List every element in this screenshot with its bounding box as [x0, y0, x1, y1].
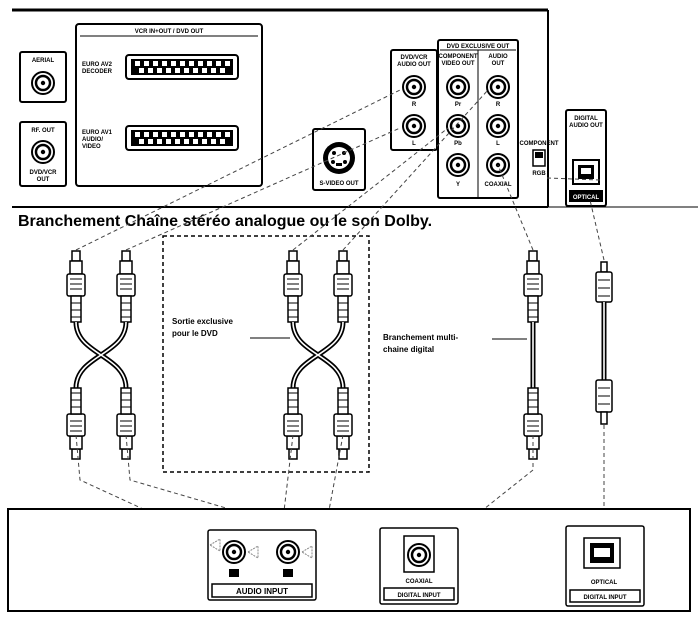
dvd-exclusive-label: DVD EXCLUSIVE OUT: [447, 44, 510, 50]
digital-input-coaxial-label: DIGITAL INPUT: [397, 593, 440, 599]
audio-input: AUDIO INPUT: [207, 529, 317, 601]
rf-out-label: RF. OUT: [31, 128, 55, 134]
jack-r2-label: R: [496, 102, 501, 108]
audio-input-label: AUDIO INPUT: [236, 587, 288, 596]
jack-y-label: Y: [456, 182, 460, 188]
exclusive-label-1: Sortie exclusive: [172, 317, 233, 326]
receiver-panel: AUDIO INPUT COAXIAL DIGITAL INPUT OPTICA…: [7, 508, 691, 612]
digital-audio-out-label-2: AUDIO OUT: [569, 123, 603, 129]
audio-out-label-1: AUDIO: [488, 54, 508, 60]
svideo-label: S-VIDEO OUT: [319, 181, 358, 187]
digital-audio-out: DIGITAL AUDIO OUT OPTICAL: [565, 109, 607, 207]
euro-av1-label-2: AUDIO/: [82, 137, 103, 143]
component-switch-label: COMPONENT: [520, 141, 559, 147]
component-rgb-switch: COMPONENT RGB: [520, 141, 559, 177]
digital-audio-out-label-1: DIGITAL: [574, 116, 598, 122]
optical-out-label: OPTICAL: [573, 195, 600, 201]
scart-av2: [125, 54, 239, 80]
coaxial-digital-input: COAXIAL DIGITAL INPUT: [379, 527, 459, 605]
euro-av1-label-1: EURO AV1: [82, 130, 113, 136]
dvd-exclusive-out: DVD EXCLUSIVE OUT COMPONENT VIDEO OUT AU…: [437, 39, 519, 199]
dvd-vcr-out-label-2: OUT: [37, 177, 50, 183]
dvdvcr-audio-label-1: DVD/VCR: [400, 55, 428, 61]
euro-av2-label-2: DECODER: [82, 69, 113, 75]
diagram-heading: Branchement Chaîne stéréo analogue ou le…: [18, 213, 432, 230]
exclusive-label-2: pour le DVD: [172, 329, 218, 338]
scart-av1: [125, 125, 239, 151]
rgb-switch-label: RGB: [532, 171, 546, 177]
optical-cable: [595, 261, 613, 425]
jack-pb-label: Pb: [454, 141, 462, 147]
digital-input-optical-label: DIGITAL INPUT: [583, 595, 626, 601]
coaxial-cable: [523, 250, 543, 460]
euro-av2-label-1: EURO AV2: [82, 62, 113, 68]
multichannel-label-2: chaine digital: [383, 345, 434, 354]
coaxial-input-label: COAXIAL: [406, 579, 433, 585]
dvdvcr-audio-out: DVD/VCR AUDIO OUT R L: [390, 49, 438, 151]
scart-block: VCR IN+OUT / DVD OUT EURO AV2 DECODER EU…: [75, 23, 263, 187]
jack-pr-label: Pr: [455, 102, 462, 108]
cables: Sortie exclusive pour le DVD Branchement…: [67, 235, 613, 473]
aerial-label: AERIAL: [32, 58, 55, 64]
analog-cable-left: [67, 251, 135, 459]
svideo-out: S-VIDEO OUT: [312, 128, 366, 191]
optical-input-label: OPTICAL: [591, 580, 618, 586]
dvd-vcr-out-label-1: DVD/VCR: [29, 170, 57, 176]
coaxial-out-label: COAXIAL: [485, 182, 512, 188]
rf-out-jack: RF. OUT DVD/VCR OUT: [19, 121, 67, 187]
exclusive-output-region: [162, 235, 370, 473]
component-video-label-2: VIDEO OUT: [441, 61, 474, 67]
jack-l2-label: L: [496, 141, 500, 147]
scart-title: VCR IN+OUT / DVD OUT: [135, 29, 204, 35]
analog-cable-exclusive: [284, 251, 352, 459]
jack-l-label: L: [412, 141, 416, 147]
aerial-jack: AERIAL: [19, 51, 67, 103]
optical-digital-input: OPTICAL DIGITAL INPUT: [565, 525, 645, 607]
audio-out-label-2: OUT: [492, 61, 505, 67]
dvdvcr-audio-label-2: AUDIO OUT: [397, 62, 431, 68]
multichannel-label-1: Branchement multi-: [383, 333, 458, 342]
rear-panel: AERIAL RF. OUT DVD/VCR OUT VCR IN+OUT / …: [12, 8, 698, 208]
euro-av1-label-3: VIDEO: [82, 144, 101, 150]
component-video-label-1: COMPONENT: [439, 54, 478, 60]
jack-r-label: R: [412, 102, 417, 108]
